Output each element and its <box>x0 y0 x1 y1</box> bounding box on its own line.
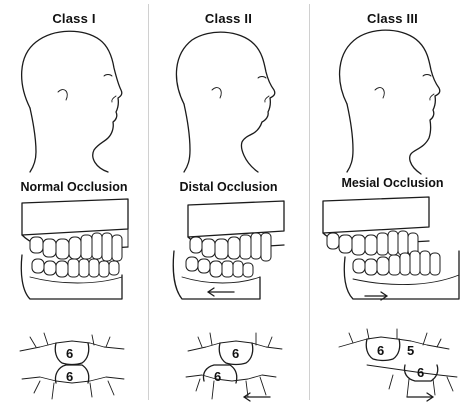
arrow-left-icon <box>243 392 271 402</box>
lower-molar-number: 6 <box>66 369 73 384</box>
extra-tooth-number: 5 <box>407 343 414 358</box>
arrow-right-icon <box>364 291 388 301</box>
column-title: Class III <box>367 11 418 26</box>
upper-molar-number: 6 <box>66 346 73 361</box>
column-title: Class I <box>52 11 96 26</box>
face-profile-icon <box>338 29 441 175</box>
dental-arch-icon <box>172 200 285 300</box>
arrow-right-icon <box>406 392 434 402</box>
column-class-2: Class II Distal Occlusion <box>148 0 309 403</box>
column-divider <box>309 4 310 400</box>
column-subtitle: Mesial Occlusion <box>341 176 444 190</box>
column-subtitle: Normal Occlusion <box>20 180 128 194</box>
column-class-3: Class III Mesial Occlusion <box>309 0 476 403</box>
column-subtitle: Distal Occlusion <box>179 180 278 194</box>
dental-arch-icon <box>322 196 460 301</box>
face-profile-icon <box>20 30 123 173</box>
molar-relation-icon: 6 6 <box>185 332 283 402</box>
column-divider <box>148 4 149 400</box>
lower-molar-number: 6 <box>214 369 221 384</box>
face-profile-icon <box>175 31 276 173</box>
upper-molar-number: 6 <box>377 343 384 358</box>
dental-arch-icon <box>20 198 129 300</box>
column-class-1: Class I Normal Occlusion <box>0 0 148 403</box>
arrow-left-icon <box>207 287 235 297</box>
molar-relation-icon: 6 5 6 <box>338 328 458 402</box>
column-title: Class II <box>204 11 253 26</box>
lower-molar-number: 6 <box>417 365 424 380</box>
upper-molar-number: 6 <box>232 346 239 361</box>
molar-relation-icon: 6 6 <box>19 332 125 400</box>
